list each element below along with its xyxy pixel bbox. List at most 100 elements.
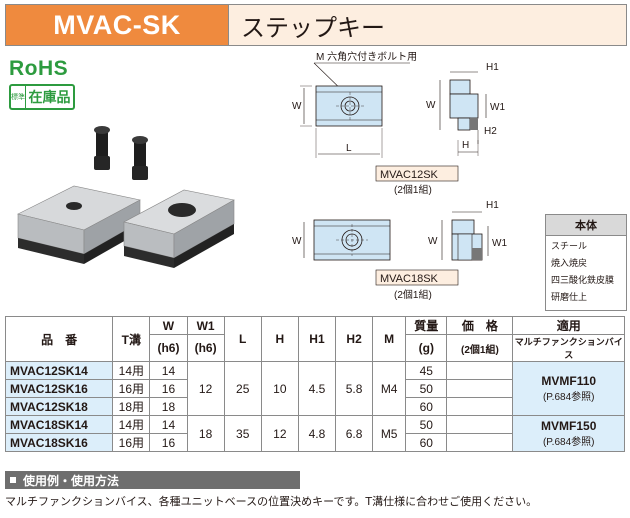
col-m-header: M <box>372 316 407 362</box>
col-mass-header: 質量 <box>405 316 448 335</box>
usage-heading: 使用例・使用方法 <box>5 471 300 489</box>
set-12-label: (2個1組) <box>394 183 432 196</box>
spec-header: 本体 <box>546 215 626 236</box>
title-bar: MVAC-SK ステップキー <box>5 4 627 46</box>
dim-w-label: W <box>292 101 302 112</box>
spec-table: 品 番 T溝 W W1 L H H1 H2 M 質量 価 格 適用 (h6) (… <box>4 316 625 452</box>
cell-price <box>446 415 514 434</box>
col-w-header: W <box>149 316 188 335</box>
col-l-header: L <box>223 316 262 362</box>
cell-model: MVAC12SK14 <box>4 361 114 380</box>
spec-line: 焼入焼戻 <box>551 259 588 269</box>
cell-mass: 60 <box>405 397 448 416</box>
stock-label: 在庫品 <box>28 90 71 106</box>
cell-mass: 50 <box>405 415 448 434</box>
dim-w-18-side-label: W <box>428 236 438 247</box>
usage-text: マルチファンクションバイス、各種ユニットベースの位置決めキーです。T溝仕様に合わ… <box>5 495 538 508</box>
dim-w1-18-label: W1 <box>492 238 507 249</box>
cell-m: M5 <box>372 415 407 452</box>
model-12-label: MVAC12SK <box>380 169 439 181</box>
spec-line: 四三酸化鉄皮膜 <box>551 276 615 286</box>
col-w1-header: W1 <box>186 316 225 335</box>
cell-h: 10 <box>260 361 299 416</box>
table-header-row: 品 番 T溝 W W1 L H H1 H2 M 質量 価 格 適用 <box>4 316 625 362</box>
cell-mass: 50 <box>405 379 448 398</box>
model-18-label: MVAC18SK <box>380 273 439 285</box>
cell-t: 16用 <box>112 379 151 398</box>
dim-h2-label: H2 <box>484 126 497 137</box>
col-mass-sub: (g) <box>405 334 448 362</box>
col-w1-sub: (h6) <box>186 334 225 362</box>
cell-w1: 12 <box>186 361 225 416</box>
cell-l: 35 <box>223 415 262 452</box>
cell-w: 16 <box>149 433 188 452</box>
cell-t: 14用 <box>112 361 151 380</box>
dim-h-label: H <box>462 140 469 151</box>
rohs-badge: RoHS <box>9 57 69 80</box>
stock-mark: 標準 <box>11 86 26 108</box>
table-row: MVAC18SK16 16用 16 60 <box>4 433 625 452</box>
col-w-sub: (h6) <box>149 334 188 362</box>
col-price-sub: (2個1組) <box>446 334 514 362</box>
cell-l: 25 <box>223 361 262 416</box>
dim-w-18-label: W <box>292 236 302 247</box>
cell-model: MVAC18SK14 <box>4 415 114 434</box>
cell-price <box>446 397 514 416</box>
cell-h2: 6.8 <box>335 415 374 452</box>
spec-line: 研磨仕上 <box>551 293 588 303</box>
cell-m: M4 <box>372 361 407 416</box>
dim-w-side-label: W <box>426 100 436 111</box>
col-price-header: 価 格 <box>446 316 514 335</box>
spec-body: スチール 焼入焼戻 四三酸化鉄皮膜 研磨仕上 <box>546 236 626 310</box>
table-row: MVAC18SK14 14用 14 18 35 12 4.8 6.8 M5 50… <box>4 415 625 452</box>
cell-t: 14用 <box>112 415 151 434</box>
stock-badge: 標準 在庫品 <box>9 84 75 110</box>
cell-apply-group2: MVMF150 (P.684参照) <box>512 415 625 452</box>
col-t-header: T溝 <box>112 316 151 362</box>
cell-model: MVAC12SK16 <box>4 379 114 398</box>
col-apply-sub: マルチファンクションバイス <box>512 334 625 362</box>
spec-box: 本体 スチール 焼入焼戻 四三酸化鉄皮膜 研磨仕上 <box>545 214 627 311</box>
table-subheader-row: (h6) (h6) (g) (2個1組) マルチファンクションバイス <box>6 334 625 362</box>
cell-apply-group1: MVMF110 (P.684参照) <box>512 361 625 416</box>
dim-w1-label: W1 <box>490 102 505 113</box>
cell-h1: 4.8 <box>297 415 337 452</box>
col-h-header: H <box>260 316 299 362</box>
cell-t: 16用 <box>112 433 151 452</box>
bolt-note: M 六角穴付きボルト用 <box>316 50 417 63</box>
cell-h: 12 <box>260 415 299 452</box>
apply-model: MVMF110 <box>541 374 597 388</box>
apply-ref: (P.684参照) <box>542 392 595 403</box>
dim-h1-label: H1 <box>486 62 499 73</box>
cell-h1: 4.5 <box>297 361 337 416</box>
cell-w: 16 <box>149 379 188 398</box>
product-name: ステップキー <box>228 5 626 45</box>
spec-line: スチール <box>551 242 588 252</box>
col-model-header: 品 番 <box>4 316 114 362</box>
cell-w: 14 <box>149 361 188 380</box>
col-h2-header: H2 <box>335 316 374 362</box>
product-photo <box>17 126 235 268</box>
cell-w1: 18 <box>186 415 225 452</box>
cell-mass: 45 <box>405 361 448 380</box>
cell-model: MVAC18SK16 <box>4 433 114 452</box>
apply-ref: (P.684参照) <box>542 437 595 448</box>
cell-price <box>446 361 514 380</box>
apply-model: MVMF150 <box>541 419 597 433</box>
dim-l-label: L <box>346 143 352 154</box>
cell-h2: 5.8 <box>335 361 374 416</box>
col-h1-header: H1 <box>297 316 337 362</box>
cell-price <box>446 433 514 452</box>
product-code: MVAC-SK <box>6 5 228 45</box>
cell-w: 14 <box>149 415 188 434</box>
cell-price <box>446 379 514 398</box>
col-apply-header: 適用 <box>512 316 625 335</box>
cell-mass: 60 <box>405 433 448 452</box>
cell-t: 18用 <box>112 397 151 416</box>
dimension-drawing: M 六角穴付きボルト用 L W H1 W W1 H2 H MVAC12SK (2… <box>292 50 507 301</box>
set-18-label: (2個1組) <box>394 288 432 301</box>
table-row: MVAC12SK14 14用 14 12 25 10 4.5 5.8 M4 45… <box>4 361 625 416</box>
dim-h1-18-label: H1 <box>486 200 499 211</box>
cell-model: MVAC12SK18 <box>4 397 114 416</box>
cell-w: 18 <box>149 397 188 416</box>
